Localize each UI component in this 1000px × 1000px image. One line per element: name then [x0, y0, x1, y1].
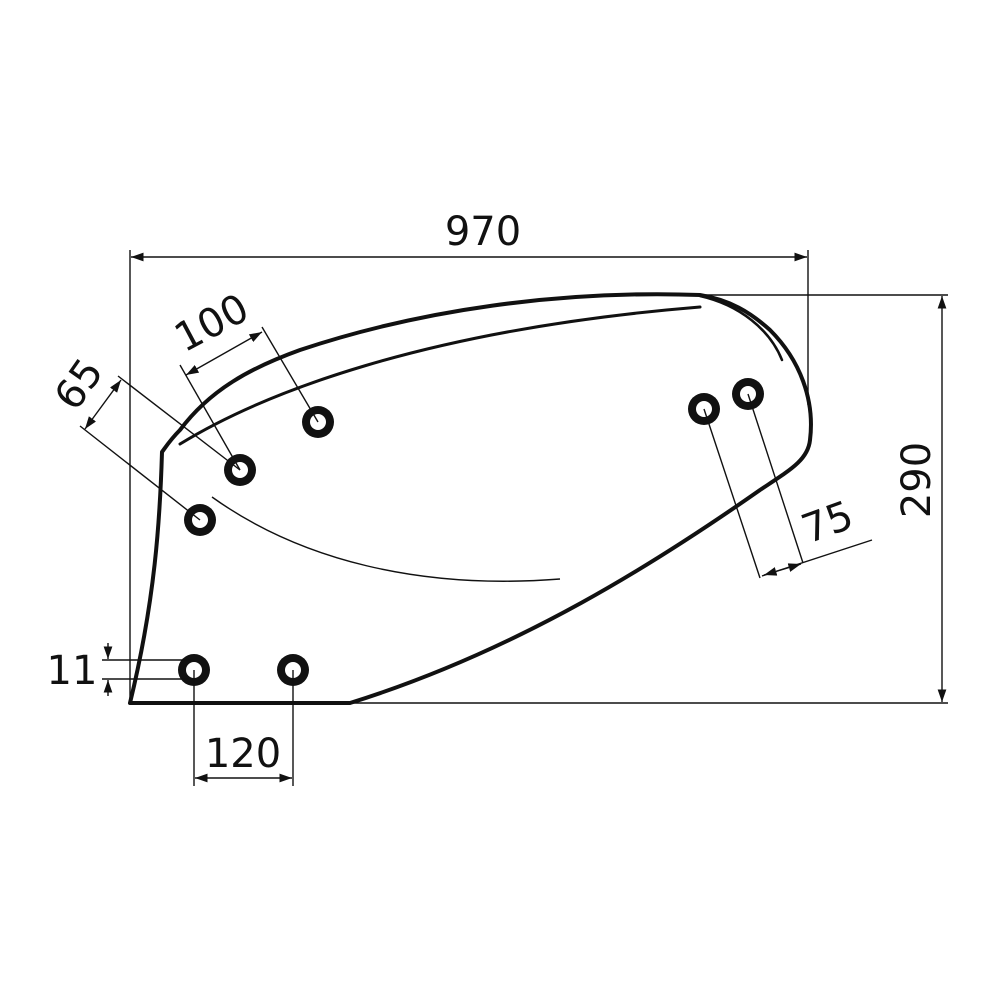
dimension-label-120: 120: [205, 731, 281, 777]
dimension-overall-length: 970: [129, 209, 809, 703]
dimension-overall-height: 290: [350, 294, 948, 704]
bolt-holes: [178, 378, 764, 686]
dimension-label-11: 11: [47, 648, 98, 694]
dimension-hole-spacing-bottom: 120: [193, 670, 294, 786]
dimension-label-100: 100: [167, 285, 256, 361]
dimension-hole-offset-bottom: 11: [47, 643, 194, 696]
share-body-outline: [128, 292, 813, 705]
surface-curve: [211, 496, 561, 582]
dimension-hole-offset-left: 65: [46, 351, 241, 521]
plough-share-outline: [128, 292, 813, 705]
dimension-label-75: 75: [796, 492, 860, 553]
dimension-label-970: 970: [445, 209, 521, 255]
dimension-label-65: 65: [46, 351, 113, 419]
dimension-label-290: 290: [894, 442, 940, 518]
top-bevel-edge: [178, 305, 702, 446]
right-bevel-edge: [698, 294, 784, 362]
dimension-hole-spacing-right: 75: [703, 393, 873, 579]
